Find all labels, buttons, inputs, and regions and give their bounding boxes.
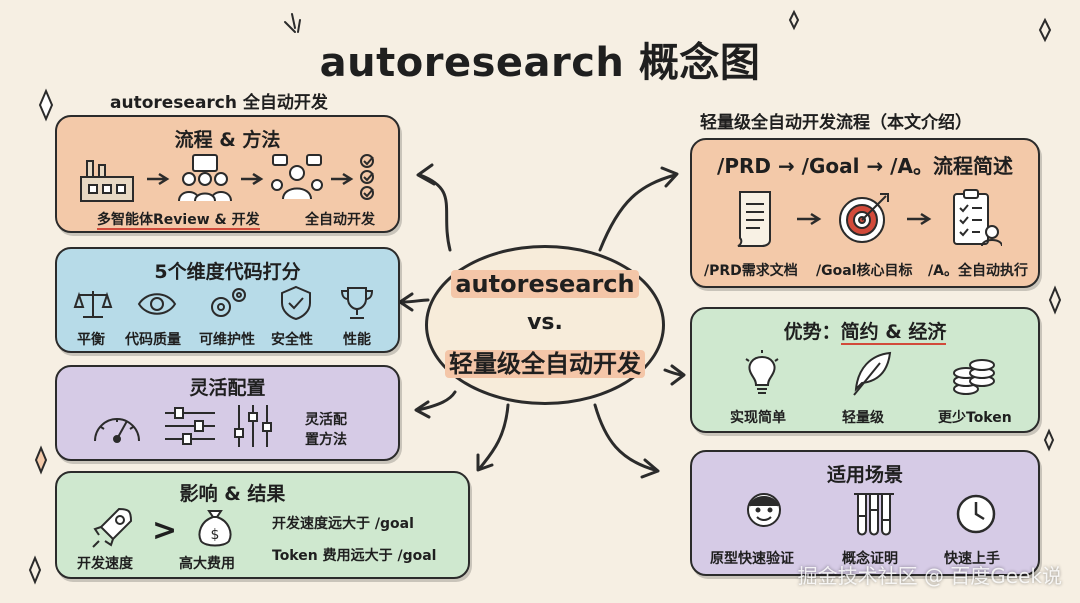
scenario-title: 适用场景 bbox=[826, 464, 903, 486]
impact-left-label: 开发速度 bbox=[77, 556, 133, 572]
trophy-icon bbox=[339, 285, 375, 321]
target-icon bbox=[836, 190, 892, 246]
factory-icon bbox=[77, 155, 137, 205]
center-topic: autoresearch vs. 轻量级全自动开发 bbox=[425, 245, 665, 405]
arrow-right-icon bbox=[145, 172, 171, 186]
center-line3: 轻量级全自动开发 bbox=[428, 344, 662, 379]
coin-stack-icon bbox=[950, 351, 996, 399]
person-smile-icon bbox=[742, 490, 786, 538]
arrow-to-scoring bbox=[400, 298, 430, 304]
arrow-right-icon bbox=[905, 212, 933, 226]
clipboard-checklist-icon bbox=[950, 188, 1002, 248]
gears-icon bbox=[207, 285, 249, 321]
arrow-right-icon bbox=[239, 172, 265, 186]
scoring-item-quality: 代码质量 bbox=[125, 332, 181, 348]
prd-flow-title: /PRD → /Goal → /A。流程简述 bbox=[717, 154, 1013, 178]
balance-scale-icon bbox=[73, 287, 113, 321]
clock-icon bbox=[954, 492, 998, 536]
greater-than-symbol: > bbox=[152, 513, 178, 548]
scoring-box: 5个维度代码打分 平衡 代码质量 可维护性 安全性 性能 bbox=[55, 247, 400, 353]
scenario-item-prototype: 原型快速验证 bbox=[710, 551, 794, 567]
scoring-item-balance: 平衡 bbox=[77, 332, 105, 348]
scoring-title: 5个维度代码打分 bbox=[154, 261, 301, 283]
sparkle-icon bbox=[1048, 285, 1062, 315]
impact-title: 影响 & 结果 bbox=[179, 483, 286, 505]
sparkle-icon bbox=[788, 9, 800, 31]
sparkle-icon bbox=[1038, 17, 1052, 43]
money-bag-icon: $ bbox=[195, 503, 235, 549]
advantage-title: 优势：简约 & 经济 bbox=[783, 321, 947, 345]
lightbulb-icon bbox=[742, 349, 782, 399]
prd-item-goal: /Goal核心目标 bbox=[816, 263, 913, 279]
advantage-item-simple: 实现简单 bbox=[730, 410, 786, 426]
eye-icon bbox=[137, 289, 177, 319]
sparkle-icon bbox=[28, 555, 42, 585]
feather-icon bbox=[850, 349, 894, 399]
impact-line2: Token 费用远大于 /goal bbox=[272, 548, 437, 564]
document-scroll-icon bbox=[732, 188, 778, 248]
sliders-icon bbox=[163, 405, 217, 447]
arrow-right-icon bbox=[329, 172, 355, 186]
page-title: autoresearch 概念图 bbox=[319, 40, 761, 86]
equalizer-icon bbox=[233, 403, 273, 449]
scoring-item-performance: 性能 bbox=[343, 332, 371, 348]
process-title: 流程 & 方法 bbox=[174, 129, 281, 151]
arrow-to-advantage bbox=[663, 368, 684, 377]
impact-right-label: 高大费用 bbox=[179, 556, 235, 572]
shield-check-icon bbox=[279, 285, 313, 321]
arrow-to-prd bbox=[598, 173, 677, 252]
prd-item-doc: /PRD需求文档 bbox=[704, 263, 798, 279]
advantage-item-token: 更少Token bbox=[938, 410, 1012, 426]
sparkle-icon bbox=[34, 445, 48, 475]
sparkle-icon bbox=[38, 88, 54, 122]
checklist-icon bbox=[357, 153, 385, 205]
scenario-box: 适用场景 原型快速验证 概念证明 快速上手 bbox=[690, 450, 1040, 576]
scenario-item-poc: 概念证明 bbox=[842, 551, 898, 567]
prd-item-exec: /A。全自动执行 bbox=[928, 263, 1028, 279]
right-section-label: 轻量级全自动开发流程（本文介绍） bbox=[700, 113, 972, 133]
rocket-icon bbox=[91, 505, 135, 549]
config-text-line1: 灵活配 bbox=[305, 412, 347, 428]
watermark: 掘金技术社区 @ 百度Geek说 bbox=[797, 564, 1062, 588]
arrow-right-icon bbox=[795, 212, 823, 226]
center-line2: vs. bbox=[527, 310, 563, 335]
config-box: 灵活配置 灵活配 置方法 bbox=[55, 365, 400, 461]
test-tubes-icon bbox=[852, 490, 896, 540]
arrow-to-config bbox=[416, 390, 457, 412]
impact-line1: 开发速度远大于 /goal bbox=[272, 516, 414, 532]
scenario-item-quickstart: 快速上手 bbox=[944, 551, 1000, 567]
scoring-item-security: 安全性 bbox=[271, 332, 313, 348]
arrow-to-impact bbox=[478, 403, 510, 470]
advantage-item-light: 轻量级 bbox=[842, 410, 884, 426]
scoring-item-maintainability: 可维护性 bbox=[199, 332, 255, 348]
process-box: 流程 & 方法 多智能体Review & bbox=[55, 115, 400, 233]
process-label-right: 全自动开发 bbox=[305, 212, 375, 228]
arrow-to-scenario bbox=[593, 403, 657, 472]
process-label-left: 多智能体Review & 开发 bbox=[97, 212, 260, 230]
review-group-icon bbox=[269, 153, 325, 205]
config-text-line2: 置方法 bbox=[305, 432, 347, 448]
config-title: 灵活配置 bbox=[189, 377, 266, 399]
developers-icon bbox=[177, 153, 233, 205]
prd-flow-box: /PRD → /Goal → /A。流程简述 /PRD需求文档 /Goal核心目… bbox=[690, 138, 1040, 288]
center-line1: autoresearch bbox=[428, 270, 662, 298]
impact-box: 影响 & 结果 > $ 开发速度 高大费用 开发速度远大于 /goal Toke… bbox=[55, 471, 470, 579]
advantage-box: 优势：简约 & 经济 实现简单 轻量级 更少Token bbox=[690, 307, 1040, 433]
speedometer-icon bbox=[91, 403, 143, 447]
svg-text:$: $ bbox=[211, 527, 220, 543]
left-section-label: autoresearch 全自动开发 bbox=[110, 93, 328, 113]
arrow-to-process bbox=[418, 173, 452, 252]
sparkle-icon bbox=[1043, 428, 1055, 452]
